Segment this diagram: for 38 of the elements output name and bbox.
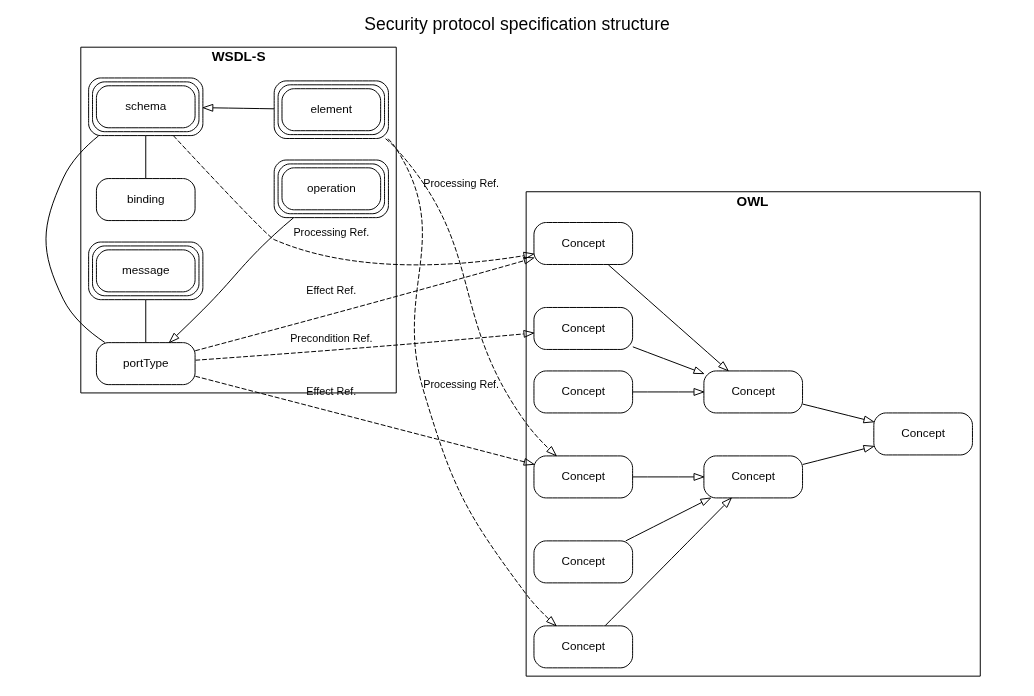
arrow — [385, 138, 557, 457]
node-box: message — [88, 241, 204, 301]
node-box: binding — [95, 178, 196, 222]
edge-label: Processing Ref. — [423, 176, 500, 189]
arrow — [607, 264, 729, 372]
node-box: Concept — [533, 540, 634, 584]
edge-label: Effect Ref. — [306, 284, 357, 297]
arrow — [632, 473, 705, 481]
node-box: Concept — [533, 307, 634, 350]
arrow — [604, 497, 732, 627]
arrow — [202, 103, 275, 112]
node-box: Concept — [533, 625, 634, 669]
node-box: Concept — [703, 370, 804, 414]
edge-label: Processing Ref. — [293, 226, 370, 239]
arrow — [802, 403, 875, 424]
arrow — [194, 375, 535, 466]
edge-label: Processing Ref. — [423, 377, 500, 390]
arrow — [632, 346, 705, 375]
node-box: Concept — [533, 370, 634, 414]
arrow — [802, 444, 875, 465]
arrow — [387, 138, 557, 627]
arrow — [168, 217, 294, 343]
arrow — [194, 256, 535, 352]
diagram-title: Security protocol specification structure — [364, 14, 670, 35]
edge-label: Precondition Ref. — [290, 331, 373, 344]
arrow — [632, 388, 705, 396]
node-box: Concept — [703, 455, 804, 499]
node-box: portType — [95, 342, 196, 386]
node-box: Concept — [533, 455, 634, 499]
connector — [145, 299, 147, 344]
node-box: Concept — [873, 412, 973, 456]
arrow — [195, 330, 535, 361]
arrow — [625, 497, 712, 542]
node-box: Concept — [533, 222, 634, 265]
arrow — [173, 135, 535, 266]
connector — [45, 135, 106, 343]
connector — [145, 135, 147, 180]
node-box: schema — [88, 77, 204, 137]
